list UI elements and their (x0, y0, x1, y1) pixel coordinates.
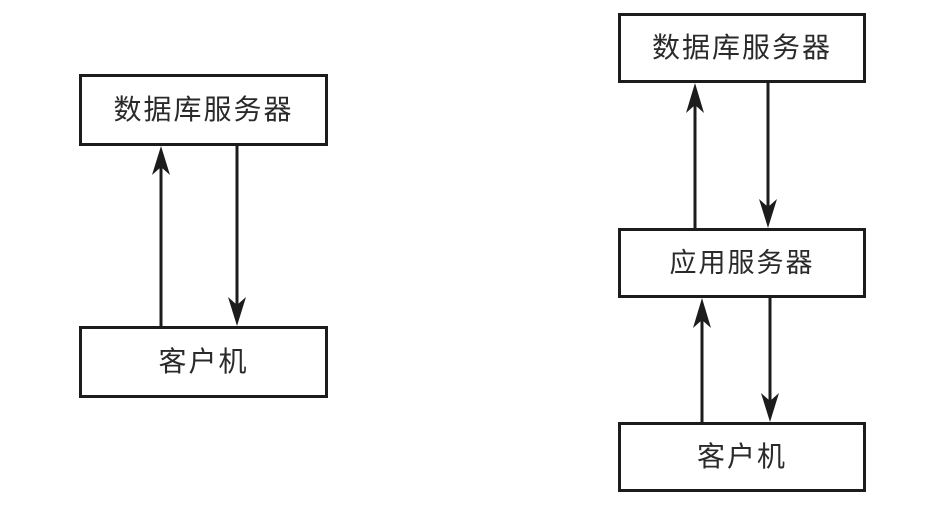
node-label: 客户机 (158, 345, 249, 378)
node-label: 数据库服务器 (113, 93, 294, 126)
node-database-server-three-tier: 数据库服务器 (618, 13, 866, 83)
edge-database-to-client-two-tier (228, 146, 246, 326)
edge-client-to-database-two-tier (152, 146, 170, 326)
node-label: 客户机 (696, 440, 787, 473)
node-label: 数据库服务器 (651, 31, 832, 64)
node-label: 应用服务器 (669, 247, 815, 279)
edge-application-to-client (761, 298, 779, 422)
edge-client-to-application (693, 298, 711, 422)
node-application-server: 应用服务器 (618, 228, 866, 298)
node-client-three-tier: 客户机 (618, 422, 866, 492)
edge-database-to-application (759, 83, 777, 228)
edge-application-to-database (686, 83, 704, 228)
node-database-server-two-tier: 数据库服务器 (79, 74, 328, 146)
node-client-two-tier: 客户机 (79, 326, 328, 398)
